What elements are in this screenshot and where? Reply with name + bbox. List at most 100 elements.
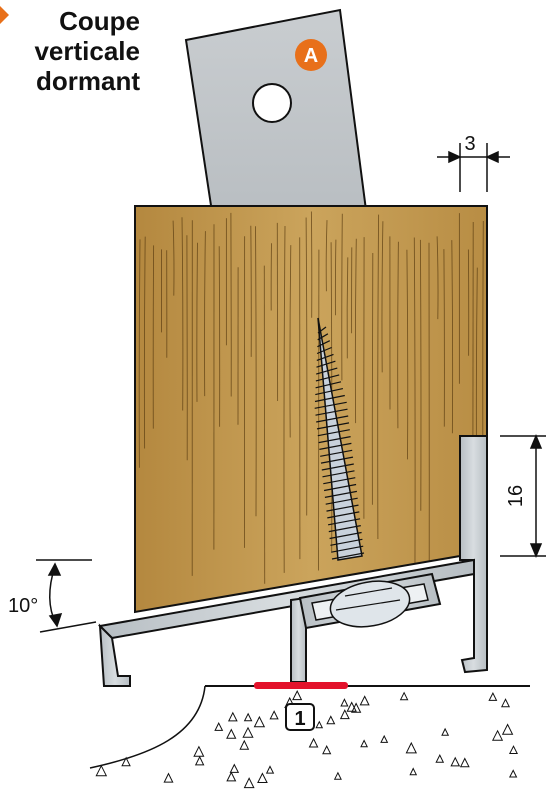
- aggregate-particle: [339, 709, 350, 720]
- callout-1: 1: [285, 703, 315, 731]
- seal-strip: [254, 682, 348, 689]
- aggregate-particle: [450, 756, 461, 767]
- wood-grain-line: [436, 236, 439, 320]
- aggregate-particle: [399, 691, 409, 701]
- wood-grain-line: [181, 217, 184, 411]
- aggregate-particle: [292, 689, 303, 701]
- aggregate-particle: [405, 741, 418, 754]
- screw-thread: [323, 483, 357, 492]
- screw-thread: [316, 422, 350, 430]
- aggregate-particle: [326, 715, 336, 725]
- screw-thread: [317, 429, 350, 437]
- aggregate-particle: [350, 702, 362, 713]
- aggregate-particle: [322, 744, 332, 755]
- aggregate-particle: [315, 720, 324, 729]
- aggregate-particle: [409, 767, 418, 776]
- screw-head: [329, 580, 411, 628]
- screw-thread: [320, 456, 354, 464]
- aggregate-particle: [214, 721, 224, 731]
- wood-grain-line: [138, 239, 141, 468]
- wood-grain-line: [377, 214, 380, 540]
- aggregate-particle: [269, 710, 279, 720]
- screw-thread: [323, 477, 356, 485]
- screw-thread: [322, 470, 355, 478]
- aggregate-particle: [243, 712, 253, 722]
- wood-grain-line: [451, 240, 454, 434]
- callout-1-label: 1: [294, 708, 305, 730]
- dimension-height-label: 16: [505, 485, 527, 507]
- wood-grain-line: [196, 242, 198, 402]
- screw-thread: [318, 436, 351, 444]
- wood-grain-line: [419, 239, 422, 511]
- screw-thread: [316, 353, 334, 361]
- screw-thread: [327, 511, 360, 519]
- marker-a-badge: [295, 39, 327, 71]
- aggregate-particle: [340, 698, 349, 707]
- wood-grain-line: [204, 231, 206, 397]
- wood-grain-line: [172, 220, 175, 296]
- screw-thread: [321, 463, 354, 471]
- aggregate-particle: [194, 755, 205, 766]
- wood-grain-line: [443, 249, 445, 427]
- aggregate-particle: [508, 745, 519, 754]
- screw-thread: [316, 346, 332, 355]
- aggregate-particle: [491, 729, 504, 741]
- screw-thread: [315, 388, 344, 396]
- screw-thread: [331, 552, 365, 560]
- screw-thread: [316, 415, 349, 423]
- wood-grain-line: [325, 220, 328, 292]
- wood-grain-line: [143, 236, 146, 449]
- aggregate-particle: [257, 772, 268, 783]
- screw-thread: [315, 374, 340, 382]
- aggregate-particle: [243, 777, 255, 789]
- aggregate-particle: [308, 737, 319, 748]
- plate-hole: [252, 83, 292, 123]
- anchor-plate: A: [184, 8, 368, 214]
- screw-thread: [329, 531, 362, 540]
- aggregate-particle: [95, 764, 108, 777]
- wood-grain-line: [354, 238, 357, 424]
- screw-thread: [316, 360, 336, 368]
- wood-grain-line: [283, 225, 286, 573]
- aggregate-particle: [333, 771, 342, 780]
- aggregate-particle: [435, 753, 445, 763]
- aggregate-particle: [239, 739, 250, 750]
- aggregate-particle: [227, 711, 238, 722]
- screw-thread: [331, 545, 364, 553]
- wood-grain-line: [255, 226, 257, 517]
- aggregate-particle: [121, 756, 131, 767]
- title-line-3: dormant: [36, 66, 140, 96]
- wood-screw: [314, 317, 411, 628]
- aggregate-particle: [488, 691, 498, 701]
- wood-grain-line: [413, 237, 416, 588]
- screw-thread: [320, 449, 353, 457]
- dimension-gap-label: 3: [464, 133, 475, 155]
- wood-grain-line: [289, 245, 292, 438]
- aggregate-particle: [441, 727, 450, 736]
- screw-thread: [325, 497, 358, 505]
- title-line-1: Coupe: [59, 6, 140, 36]
- wood-grain-line: [406, 249, 409, 460]
- screw-thread: [327, 518, 361, 526]
- aggregate-particle: [226, 728, 237, 739]
- screw-thread: [319, 442, 352, 450]
- aggregate-particle: [359, 695, 370, 706]
- title-arrow-icon: [0, 6, 9, 24]
- screw-thread: [314, 401, 347, 409]
- aggregate-particle: [226, 771, 237, 782]
- screw-thread: [315, 408, 348, 416]
- angle-indicator: [36, 559, 97, 633]
- wood-frame: [134, 205, 488, 614]
- wood-grain-line: [341, 213, 343, 381]
- substrate: [89, 685, 530, 789]
- dimension-height: [500, 434, 546, 558]
- screw-thread: [330, 538, 363, 546]
- wood-grain-line: [305, 217, 308, 516]
- screw-thread: [317, 326, 327, 334]
- screw-thread: [328, 525, 361, 533]
- dimension-gap: [437, 143, 510, 192]
- title-line-2: verticale: [34, 36, 140, 66]
- screw-thread: [317, 333, 329, 341]
- aggregate-particle: [229, 763, 240, 773]
